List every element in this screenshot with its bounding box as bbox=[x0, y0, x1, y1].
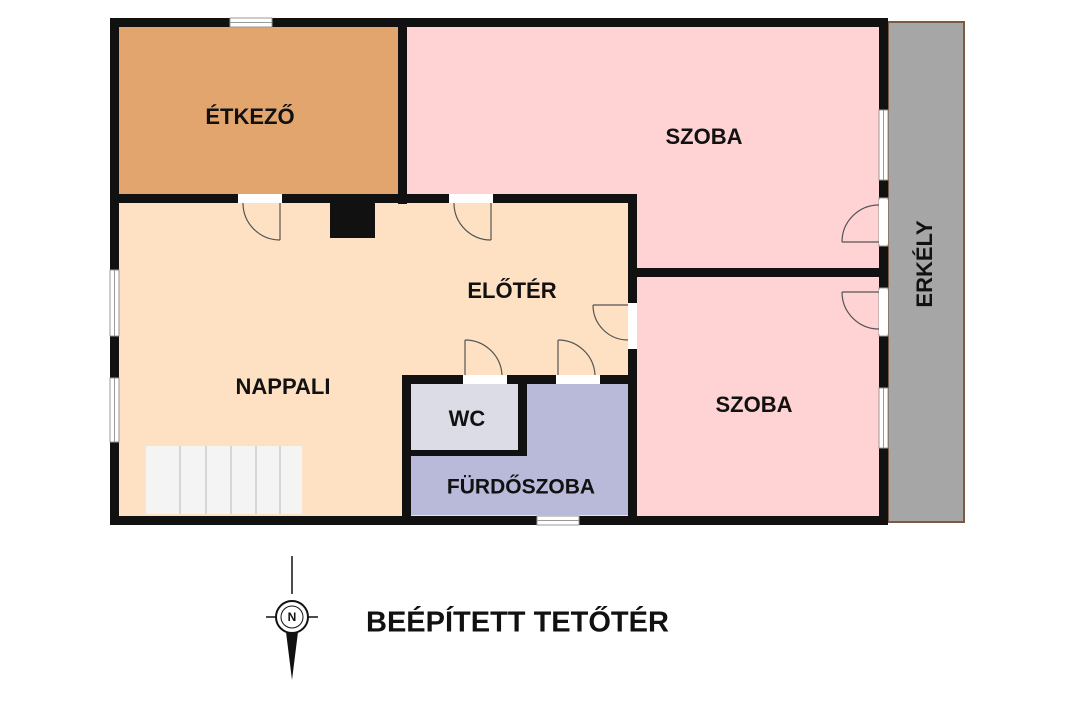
room-furdoszoba-area bbox=[522, 381, 630, 515]
room-wc-area bbox=[410, 381, 522, 451]
room-label-etkezo: ÉTKEZŐ bbox=[205, 104, 294, 129]
plan-title: BEÉPÍTETT TETŐTÉR bbox=[366, 605, 669, 639]
room-label-szoba-bottom: SZOBA bbox=[716, 392, 793, 417]
room-label-furdoszoba: FÜRDŐSZOBA bbox=[447, 476, 595, 499]
room-label-wc: WC bbox=[449, 406, 486, 431]
windows bbox=[109, 17, 889, 526]
room-label-szoba-top: SZOBA bbox=[666, 124, 743, 149]
compass-label: N bbox=[288, 610, 297, 624]
room-furdoszoba-lower-area bbox=[410, 451, 522, 515]
room-label-nappali: NAPPALI bbox=[236, 374, 331, 399]
room-szoba-bottom-area bbox=[634, 273, 885, 519]
room-label-erkely: ERKÉLY bbox=[912, 220, 937, 308]
room-etkezo-area bbox=[116, 24, 404, 199]
doors bbox=[238, 194, 888, 384]
balcony-area bbox=[887, 21, 965, 523]
compass-icon: N bbox=[266, 556, 318, 680]
staircase bbox=[146, 446, 302, 514]
room-label-eloter: ELŐTÉR bbox=[467, 278, 556, 303]
